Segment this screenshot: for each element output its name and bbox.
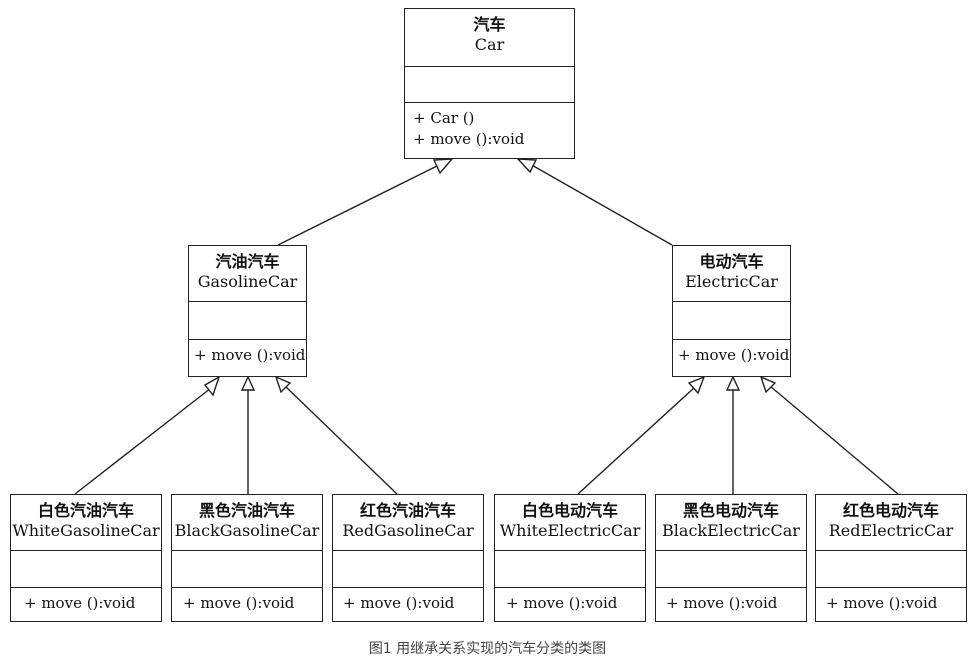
class-car: 汽车 Car + Car () + move ():void bbox=[404, 8, 575, 159]
attributes-divider bbox=[333, 550, 483, 551]
operations-list: + move ():void bbox=[666, 593, 804, 614]
operations-divider bbox=[333, 587, 483, 588]
class-name-en: Car bbox=[474, 35, 505, 54]
edge-white-gasoline-to-gasoline-arrowhead bbox=[203, 375, 221, 397]
class-name: 白色电动汽车 WhiteElectricCar bbox=[495, 495, 645, 541]
attributes-divider bbox=[816, 550, 966, 551]
class-name-cn: 汽油汽车 bbox=[215, 252, 280, 271]
operation: + move ():void bbox=[194, 346, 306, 364]
class-name-cn: 电动汽车 bbox=[699, 252, 764, 271]
operations-divider bbox=[189, 339, 306, 340]
edge-white-electric-to-electric bbox=[577, 386, 696, 495]
class-name-cn: 汽车 bbox=[473, 15, 506, 34]
edge-gasoline-to-car bbox=[277, 163, 442, 246]
class-name: 红色电动汽车 RedElectricCar bbox=[816, 495, 966, 541]
class-name-cn: 白色电动汽车 bbox=[521, 501, 618, 520]
operations-list: + move ():void bbox=[24, 593, 159, 614]
operation: + Car () bbox=[413, 109, 475, 127]
operations-list: + move ():void bbox=[826, 593, 964, 614]
operation: + move ():void bbox=[24, 594, 136, 612]
class-name-cn: 黑色汽油汽车 bbox=[198, 501, 295, 520]
class-gasoline-car: 汽油汽车 GasolineCar + move ():void bbox=[188, 245, 307, 377]
class-black-gasoline-car: 黑色汽油汽车 BlackGasolineCar + move ():void bbox=[171, 494, 323, 622]
operation: + move ():void bbox=[666, 594, 778, 612]
class-name-en: WhiteElectricCar bbox=[499, 521, 641, 540]
edge-white-electric-to-electric-arrowhead bbox=[687, 375, 706, 395]
edge-red-gasoline-to-gasoline bbox=[284, 385, 398, 495]
class-name-cn: 白色汽油汽车 bbox=[37, 501, 134, 520]
operations-divider bbox=[405, 102, 574, 103]
class-name: 红色汽油汽车 RedGasolineCar bbox=[333, 495, 483, 541]
operations-divider bbox=[172, 587, 322, 588]
operations-list: + move ():void bbox=[678, 345, 790, 366]
edge-red-electric-to-electric bbox=[769, 385, 899, 495]
edge-black-electric-to-electric-arrowhead bbox=[725, 375, 741, 391]
class-red-electric-car: 红色电动汽车 RedElectricCar + move ():void bbox=[815, 494, 967, 622]
class-red-gasoline-car: 红色汽油汽车 RedGasolineCar + move ():void bbox=[332, 494, 484, 622]
edge-red-gasoline-to-gasoline-arrowhead bbox=[274, 375, 292, 394]
operations-list: + move ():void bbox=[194, 345, 306, 366]
class-name: 电动汽车 ElectricCar bbox=[673, 246, 790, 292]
class-name: 黑色汽油汽车 BlackGasolineCar bbox=[172, 495, 322, 541]
class-name-en: ElectricCar bbox=[685, 272, 778, 291]
attributes-divider bbox=[656, 550, 806, 551]
attributes-divider bbox=[673, 301, 790, 302]
attributes-divider bbox=[495, 550, 645, 551]
edge-electric-to-car bbox=[529, 163, 673, 246]
class-name-en: GasolineCar bbox=[197, 272, 298, 291]
class-name: 汽油汽车 GasolineCar bbox=[189, 246, 306, 292]
operations-list: + Car () + move ():void bbox=[413, 108, 572, 150]
class-name: 黑色电动汽车 BlackElectricCar bbox=[656, 495, 806, 541]
operation: + move ():void bbox=[343, 594, 455, 612]
attributes-divider bbox=[172, 550, 322, 551]
operations-divider bbox=[656, 587, 806, 588]
operations-list: + move ():void bbox=[506, 593, 643, 614]
operation: + move ():void bbox=[183, 594, 295, 612]
edge-electric-to-car-arrowhead bbox=[516, 158, 538, 174]
operations-list: + move ():void bbox=[343, 593, 481, 614]
class-name: 白色汽油汽车 WhiteGasolineCar bbox=[11, 495, 161, 541]
attributes-divider bbox=[11, 550, 161, 551]
class-black-electric-car: 黑色电动汽车 BlackElectricCar + move ():void bbox=[655, 494, 807, 622]
attributes-divider bbox=[405, 66, 574, 67]
class-name-en: RedGasolineCar bbox=[342, 521, 474, 540]
class-white-gasoline-car: 白色汽油汽车 WhiteGasolineCar + move ():void bbox=[10, 494, 162, 622]
operation: + move ():void bbox=[413, 130, 525, 148]
operations-list: + move ():void bbox=[183, 593, 320, 614]
class-name-en: RedElectricCar bbox=[828, 521, 954, 540]
edge-black-gasoline-to-gasoline-arrowhead bbox=[240, 375, 256, 391]
attributes-divider bbox=[189, 301, 306, 302]
edge-white-gasoline-to-gasoline bbox=[74, 387, 212, 495]
operations-divider bbox=[11, 587, 161, 588]
figure-caption: 图1 用继承关系实现的汽车分类的类图 bbox=[368, 641, 607, 657]
class-name-cn: 红色电动汽车 bbox=[842, 501, 939, 520]
class-white-electric-car: 白色电动汽车 WhiteElectricCar + move ():void bbox=[494, 494, 646, 622]
class-name-cn: 黑色电动汽车 bbox=[682, 501, 779, 520]
operations-divider bbox=[816, 587, 966, 588]
class-name-en: BlackElectricCar bbox=[662, 521, 800, 540]
edge-gasoline-to-car-arrowhead bbox=[432, 158, 454, 175]
operation: + move ():void bbox=[506, 594, 618, 612]
class-name-en: BlackGasolineCar bbox=[174, 521, 320, 540]
operations-divider bbox=[495, 587, 645, 588]
operations-divider bbox=[673, 339, 790, 340]
class-electric-car: 电动汽车 ElectricCar + move ():void bbox=[672, 245, 791, 377]
class-name-en: WhiteGasolineCar bbox=[12, 521, 160, 540]
edge-red-electric-to-electric-arrowhead bbox=[759, 375, 777, 394]
operation: + move ():void bbox=[826, 594, 938, 612]
class-name: 汽车 Car bbox=[405, 9, 574, 55]
class-name-cn: 红色汽油汽车 bbox=[359, 501, 456, 520]
operation: + move ():void bbox=[678, 346, 790, 364]
